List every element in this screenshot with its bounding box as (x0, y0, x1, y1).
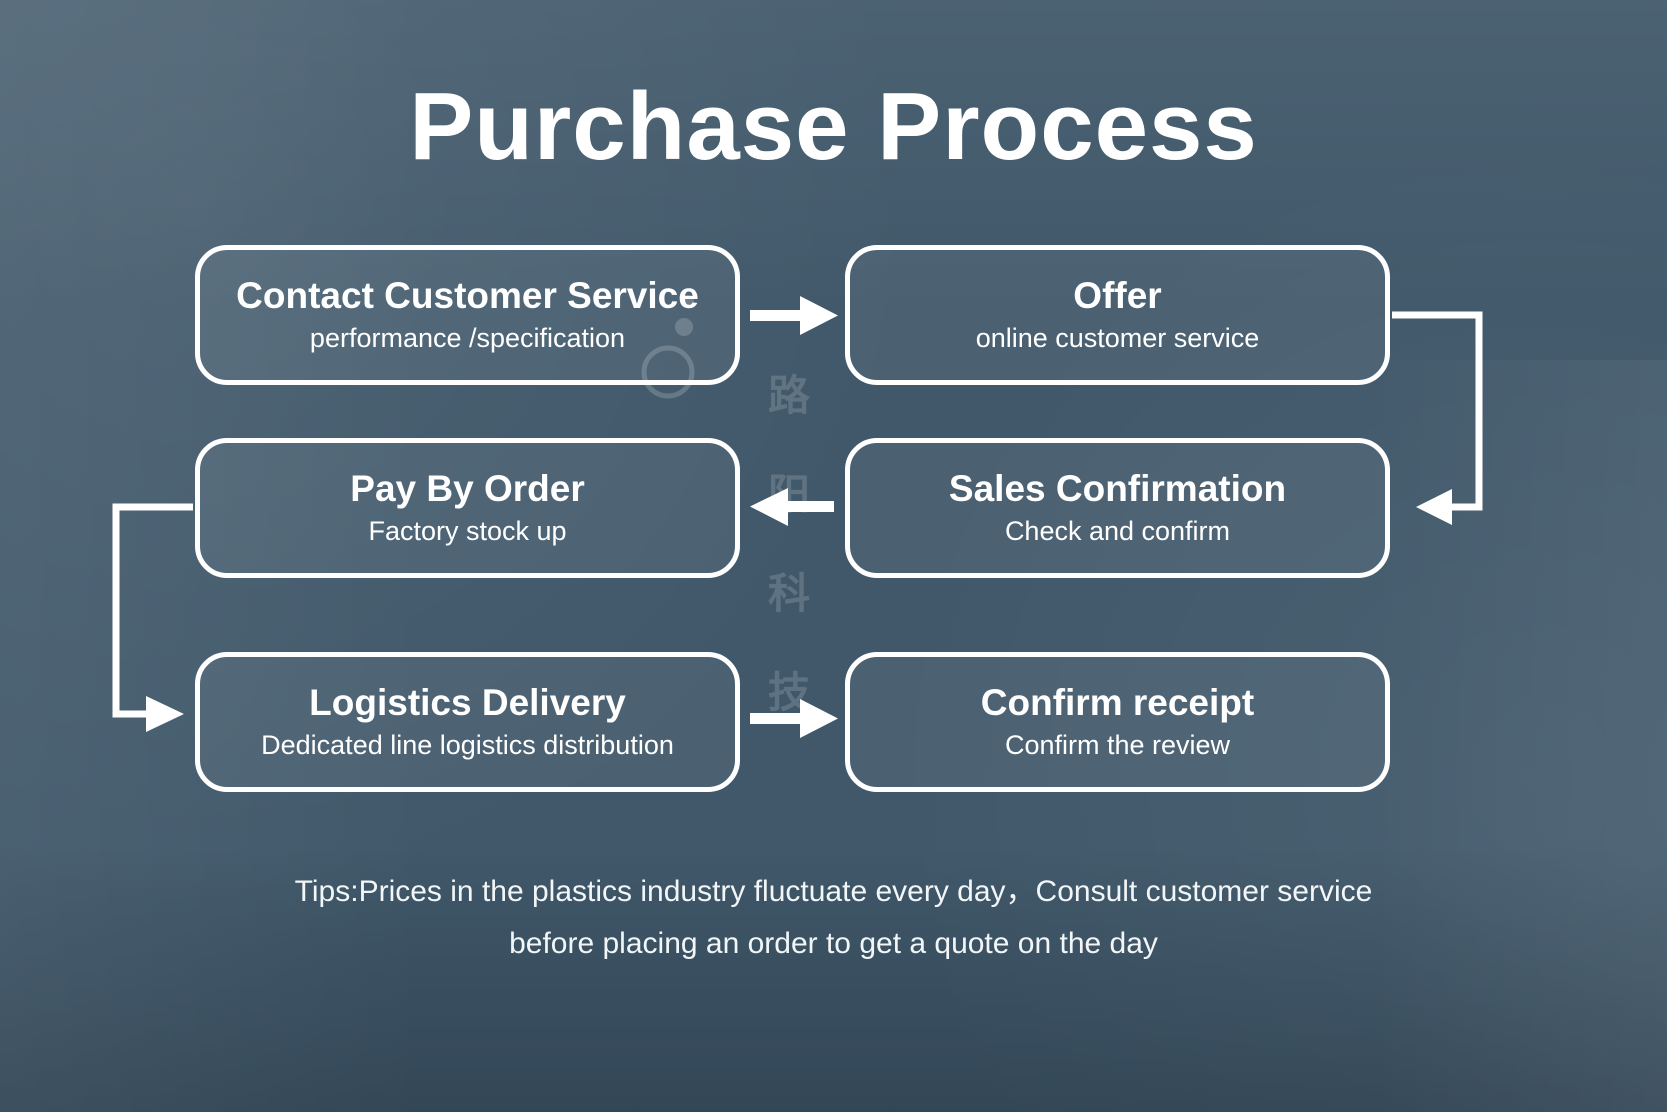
step-title: Sales Confirmation (948, 468, 1287, 510)
step-pay-by-order: Pay By Order Factory stock up (195, 438, 740, 578)
step-subtitle: online customer service (975, 323, 1260, 353)
tips-text: Tips:Prices in the plastics industry flu… (0, 866, 1667, 970)
tips-line-2: before placing an order to get a quote o… (509, 927, 1158, 960)
step-title: Contact Customer Service (236, 275, 699, 317)
step-subtitle: Check and confirm (1004, 516, 1231, 546)
step-sales-confirmation: Sales Confirmation Check and confirm (845, 438, 1390, 578)
step-subtitle: performance /specification (309, 323, 626, 353)
tips-line-1: Tips:Prices in the plastics industry flu… (294, 875, 1373, 908)
step-subtitle: Confirm the review (1004, 730, 1231, 760)
watermark-char: 路 (767, 371, 810, 420)
step-logistics-delivery: Logistics Delivery Dedicated line logist… (195, 652, 740, 792)
watermark-char: 阳 (767, 470, 810, 519)
page-title: Purchase Process (409, 73, 1258, 180)
step-offer: Offer online customer service (845, 245, 1390, 385)
step-contact-customer-service: Contact Customer Service performance /sp… (195, 245, 740, 385)
watermark-char: 科 (767, 569, 810, 618)
step-title: Logistics Delivery (309, 682, 626, 724)
step-confirm-receipt: Confirm receipt Confirm the review (845, 652, 1390, 792)
watermark-char: 技 (767, 668, 810, 717)
step-title: Confirm receipt (980, 682, 1255, 724)
step-title: Offer (1073, 275, 1162, 317)
step-subtitle: Dedicated line logistics distribution (261, 730, 674, 760)
step-subtitle: Factory stock up (368, 516, 567, 546)
background-watermark-text: 路 阳 科 技 (766, 362, 812, 720)
step-title: Pay By Order (350, 468, 585, 510)
